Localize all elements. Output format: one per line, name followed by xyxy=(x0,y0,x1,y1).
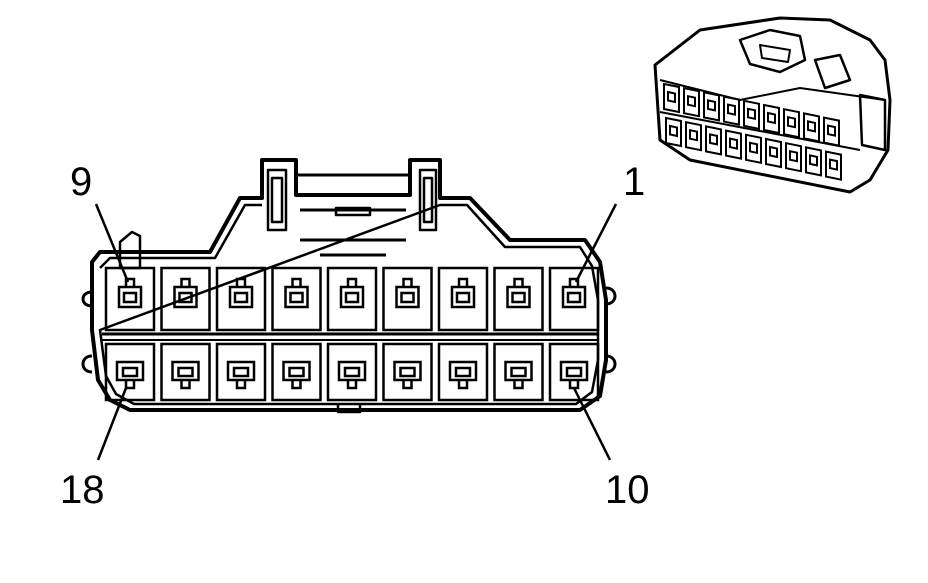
cavity xyxy=(271,342,322,402)
cavity xyxy=(326,266,378,332)
isometric-cavity xyxy=(743,99,760,131)
cavity xyxy=(493,342,544,402)
isometric-cavity xyxy=(685,120,702,152)
isometric-cavity xyxy=(665,116,682,148)
leader-lines xyxy=(94,203,618,461)
isometric-cavity xyxy=(785,141,802,173)
leader-line-pin-1 xyxy=(574,203,618,283)
isometric-cavity xyxy=(683,86,700,118)
cavity xyxy=(160,266,211,332)
isometric-cavity xyxy=(763,103,780,135)
isometric-cavity xyxy=(723,95,740,126)
isometric-cavity xyxy=(663,82,680,114)
isometric-cavity xyxy=(823,116,840,147)
cavity-grid xyxy=(104,266,600,402)
leader-line-pin-18 xyxy=(96,387,128,461)
isometric-cavity-grid xyxy=(663,82,842,181)
isometric-cavity xyxy=(765,137,782,169)
isometric-cavity xyxy=(703,91,720,122)
leader-line-pin-10 xyxy=(572,387,612,461)
connector-body xyxy=(81,158,617,414)
cavity xyxy=(548,266,600,332)
cavity xyxy=(437,266,489,332)
isometric-cavity xyxy=(705,125,722,156)
cavity xyxy=(271,266,322,332)
isometric-cavity xyxy=(803,112,820,143)
cavity xyxy=(382,266,433,332)
isometric-cavity xyxy=(745,133,762,165)
cavity xyxy=(215,342,267,402)
cavity xyxy=(382,342,433,402)
isometric-cavity xyxy=(725,129,742,160)
pin-label-9: 9 xyxy=(70,160,93,204)
isometric-cavity xyxy=(805,146,822,177)
pin-label-1: 1 xyxy=(623,160,646,204)
pin-label-10: 10 xyxy=(605,468,650,512)
cavity xyxy=(215,266,267,332)
cavity xyxy=(493,266,544,332)
cavity xyxy=(326,342,378,402)
cavity xyxy=(548,342,600,402)
leader-line-pin-9 xyxy=(94,203,130,283)
cavity xyxy=(160,342,211,402)
isometric-cavity xyxy=(783,107,800,139)
cavity xyxy=(104,266,156,332)
cavity xyxy=(104,342,156,402)
pin-label-18: 18 xyxy=(60,468,105,512)
isometric-cavity xyxy=(825,150,842,181)
cavity xyxy=(437,342,489,402)
